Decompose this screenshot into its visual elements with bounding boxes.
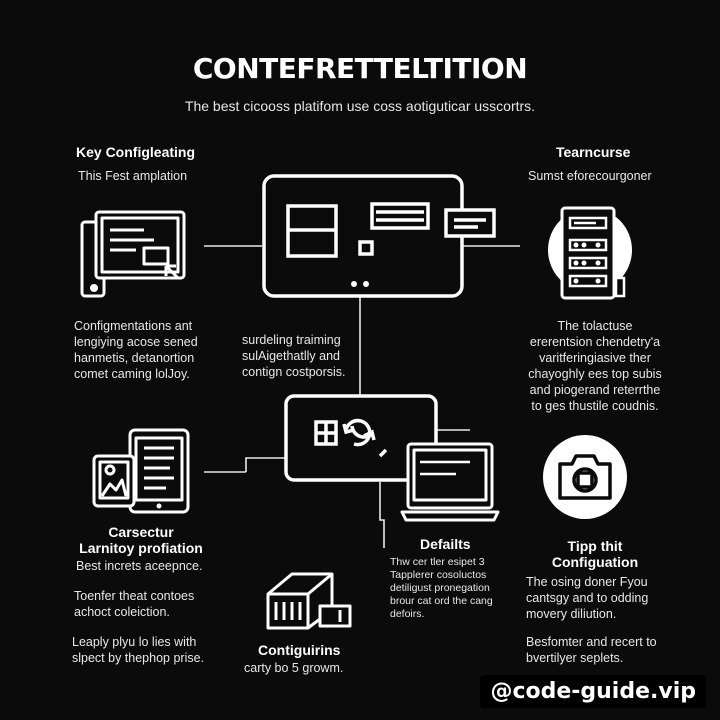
carsectur-sub: Best increts aceepnce. (76, 559, 203, 573)
carsectur-heading: Carsectur Larnitoy profiation (79, 524, 203, 556)
page-subtitle: The best cicooss platifom use coss aotig… (184, 98, 536, 114)
tipp-heading: Tipp thit Configuation (551, 538, 639, 570)
modules-box-icon (266, 572, 352, 630)
document-panel-icon (80, 210, 186, 298)
laptop-icon (400, 442, 500, 522)
configuirins-sub: carty bo 5 growm. (244, 661, 344, 675)
defaults-heading: Defailts (420, 536, 471, 552)
page-title: CONTEFRETTELTITION (192, 52, 528, 85)
teamcurse-heading: Tearncurse (556, 144, 631, 160)
server-rack-icon (548, 206, 632, 300)
tipp-body-2: Besfomter and recert to bvertilyer seple… (526, 635, 657, 665)
tipp-body-1: The osing doner Fyou cantsgy and to oddi… (526, 575, 649, 621)
key-config-heading: Key Configleating (76, 144, 196, 160)
carsectur-body-2: Leaply plyu lo lies with slpect by theph… (72, 635, 205, 665)
monitor-icon (262, 174, 496, 298)
teamcurse-body: The tolactuse ererentsion chendetry'a va… (528, 319, 662, 413)
key-config-body: Configmentations ant lengiying acose sen… (74, 319, 198, 381)
defaults-body: Thw cer tler esipet 3 Tapplerer cosoluct… (390, 556, 493, 620)
carsectur-body-1: Toenfer theat contoes achoct coleiction. (74, 589, 195, 619)
tablet-icon (92, 428, 190, 514)
configuirins-heading: Contiguirins (258, 642, 341, 658)
camera-icon (543, 435, 627, 519)
watermark-label: @code-guide.vip (480, 675, 706, 708)
sync-screen-icon (284, 394, 438, 482)
teamcurse-subheading: Sumst eforecourgoner (528, 169, 652, 183)
center-top-text: surdeling traiming sulAigethatlly and co… (242, 333, 346, 379)
key-config-subheading: This Fest amplation (78, 169, 188, 183)
